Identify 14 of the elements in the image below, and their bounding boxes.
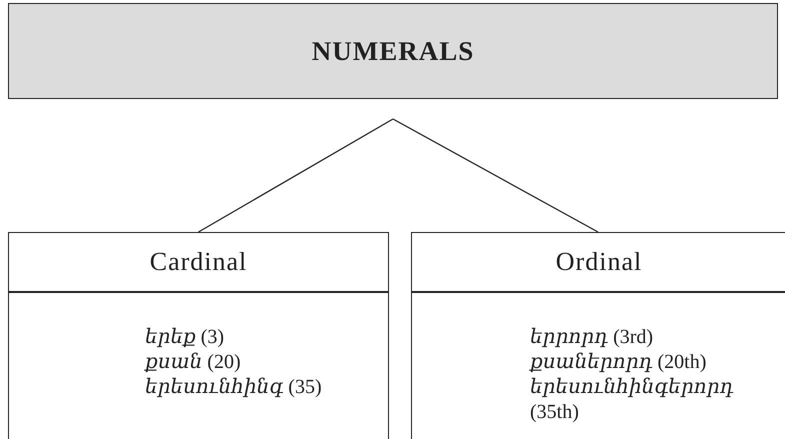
connector-line <box>198 118 394 233</box>
category-heading: Cardinal <box>150 247 248 277</box>
title-text: NUMERALS <box>312 36 474 66</box>
example-word: երեք (3) <box>145 325 226 350</box>
category-heading: Ordinal <box>556 247 642 277</box>
example-word: քսան (20) <box>145 350 242 375</box>
example-word: երեսունհինգերորդ (35th) <box>530 375 734 425</box>
connector-line <box>392 118 598 233</box>
title-box <box>8 3 778 99</box>
example-word: քսաներորդ (20th) <box>530 350 708 375</box>
category-box <box>8 232 389 439</box>
example-word: երեսունհինգ (35) <box>145 375 323 400</box>
example-word: երրորդ (3rd) <box>530 325 654 350</box>
category-box <box>411 232 785 439</box>
